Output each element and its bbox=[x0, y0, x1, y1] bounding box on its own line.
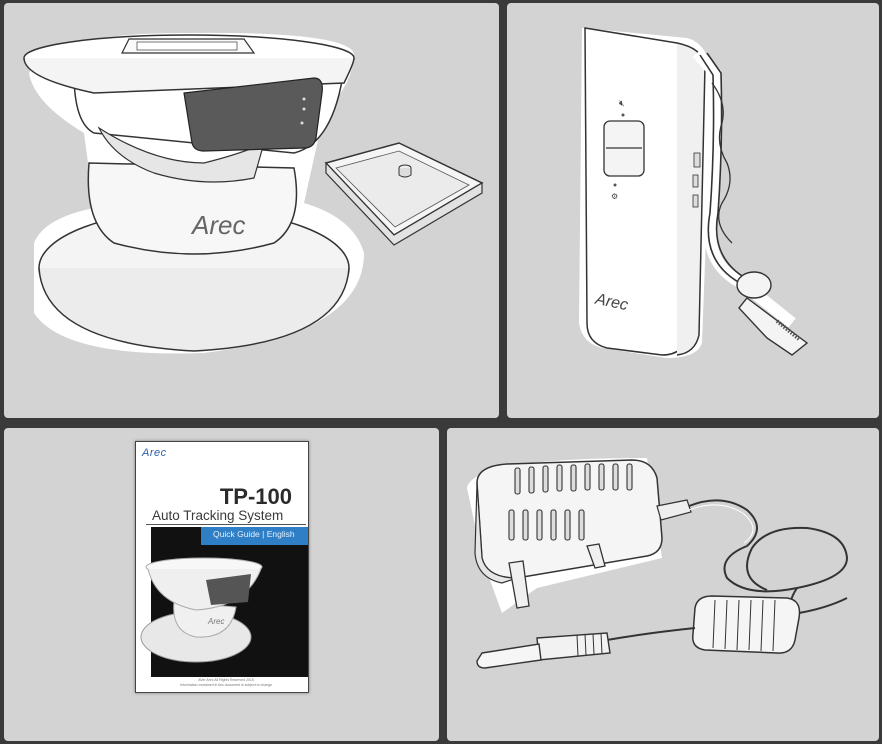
settings-icon: ⚙ bbox=[611, 192, 618, 201]
quick-guide-panel: Arec TP-100 Auto Tracking System Quick G… bbox=[4, 428, 439, 741]
mute-icon: 🔇︎ bbox=[619, 98, 625, 108]
camera-brand-logo: Arec bbox=[190, 210, 245, 240]
quick-guide-booklet: Arec TP-100 Auto Tracking System Quick G… bbox=[135, 441, 309, 693]
remote-panel: 🔇︎ ⚙ Arec bbox=[507, 3, 879, 418]
power-adapter-illustration bbox=[467, 458, 849, 669]
svg-text:Arec: Arec bbox=[207, 617, 224, 626]
remote-brand-logo: Arec bbox=[593, 291, 630, 315]
booklet-subtitle: Auto Tracking System bbox=[152, 508, 284, 523]
tracking-camera-illustration: Arec bbox=[23, 32, 484, 354]
booklet-model-title: TP-100 bbox=[219, 484, 292, 509]
booklet-camera-photo: Arec bbox=[140, 557, 263, 663]
booklet-guide-label: Quick Guide | English bbox=[213, 529, 295, 539]
power-adapter-panel bbox=[447, 428, 879, 741]
booklet-brand-logo: Arec bbox=[142, 447, 167, 459]
booklet-footer: AVer Arec All Rights Reserved 2015 Infor… bbox=[179, 678, 273, 687]
booklet-divider bbox=[146, 524, 306, 525]
camera-panel: Arec bbox=[4, 3, 499, 418]
remote-control-illustration: 🔇︎ ⚙ Arec bbox=[579, 27, 809, 358]
booklet-guide-band bbox=[201, 527, 308, 545]
